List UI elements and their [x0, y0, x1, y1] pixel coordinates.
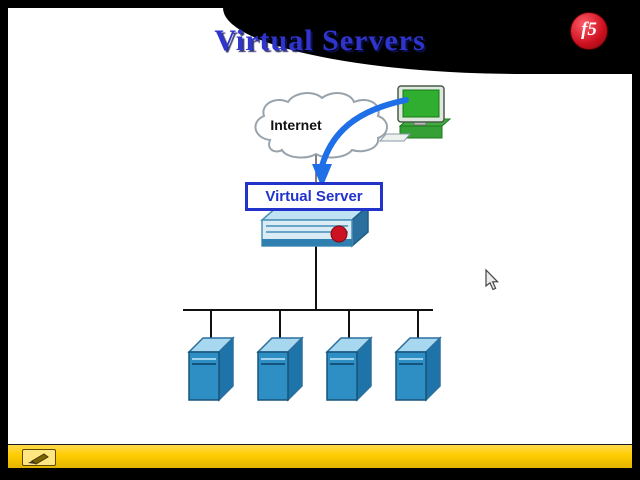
pen-tool-button[interactable] [22, 449, 56, 466]
pen-icon [28, 453, 49, 465]
f5-logo-text: f5 [581, 19, 597, 40]
server-tower-icon [188, 337, 234, 401]
server-tower-icon [326, 337, 372, 401]
bigip-appliance-icon [260, 204, 370, 248]
traffic-arrow-icon [312, 97, 409, 188]
internet-label: Internet [270, 117, 322, 133]
annotation-toolbar [8, 444, 632, 468]
server-tower-icon [395, 337, 441, 401]
virtual-server-box: Virtual Server [245, 182, 383, 211]
client-computer-icon [378, 85, 452, 142]
server-tower-icon [257, 337, 303, 401]
slide-title: Virtual Servers [214, 24, 426, 57]
internet-cloud-icon [254, 92, 388, 159]
virtual-server-label: Virtual Server [265, 188, 363, 205]
mouse-cursor-icon [485, 268, 500, 291]
network-diagram [183, 85, 500, 401]
f5-logo-icon: f5 [570, 12, 608, 50]
slide: Virtual Servers f5 [8, 8, 632, 444]
f5-ball-icon [330, 225, 348, 243]
